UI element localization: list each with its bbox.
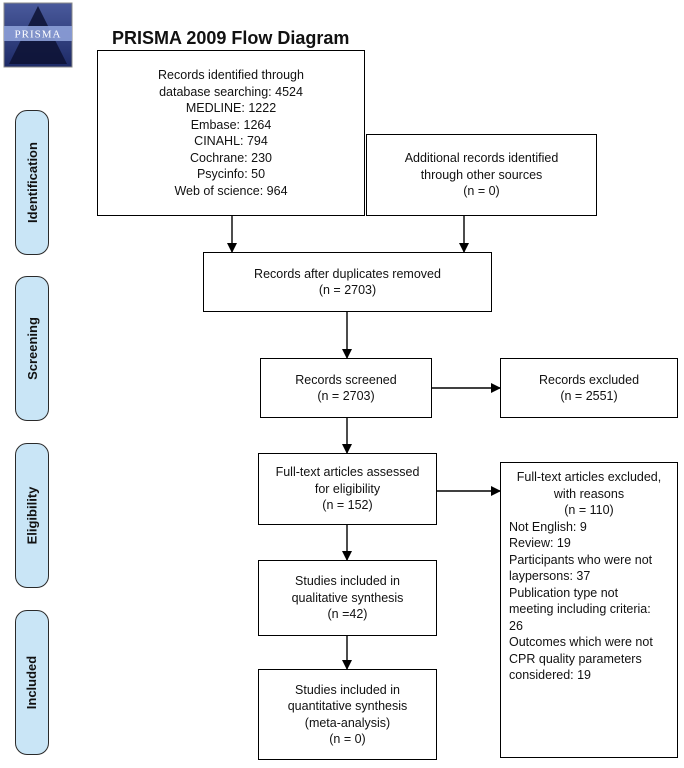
quantitative-line: quantitative synthesis: [287, 699, 408, 713]
quantitative-line: Studies included in: [295, 682, 400, 697]
stage-eligibility: Eligibility: [15, 443, 49, 588]
fulltext-line: for eligibility: [314, 481, 381, 496]
quantitative-line: (meta-analysis): [304, 715, 391, 730]
prisma-logo: PRISMA: [3, 2, 73, 68]
exclusion-reason: CPR quality parameters: [509, 651, 642, 666]
qualitative-line: Studies included in: [295, 574, 400, 589]
box-quantitative-synthesis: Studies included in quantitative synthes…: [258, 669, 437, 760]
exclusion-reason: 26: [509, 618, 523, 633]
box-records-excluded: Records excluded (n = 2551): [500, 358, 678, 418]
exclusion-reason: laypersons: 37: [509, 569, 591, 583]
exclusion-reason: Not English: 9: [509, 519, 587, 534]
additional-line: through other sources: [420, 167, 543, 182]
exclusion-reason: Participants who were not: [509, 552, 653, 567]
exclusion-reason: meeting including criteria:: [509, 602, 651, 616]
duplicates-line: Records after duplicates removed: [254, 266, 441, 281]
fulltext-excluded-header: Full-text articles excluded,: [516, 470, 662, 484]
stage-screening: Screening: [15, 276, 49, 421]
box-database-search: Records identified through database sear…: [97, 50, 365, 216]
database-line: CINAHL: 794: [194, 134, 268, 148]
database-line: Psycinfo: 50: [196, 167, 266, 181]
logo-text: PRISMA: [15, 29, 62, 41]
database-line: Web of science: 964: [174, 183, 288, 198]
qualitative-line: qualitative synthesis: [291, 590, 404, 605]
box-additional-records: Additional records identified through ot…: [366, 134, 597, 216]
fulltext-line: Full-text articles assessed: [275, 465, 420, 480]
database-line: Embase: 1264: [190, 117, 272, 132]
exclusion-reason: Publication type not: [509, 585, 619, 600]
database-line: database searching: 4524: [159, 84, 303, 99]
exclusion-reason: Outcomes which were not: [509, 635, 653, 649]
box-records-screened: Records screened (n = 2703): [260, 358, 432, 418]
stage-included: Included: [15, 610, 49, 755]
box-qualitative-synthesis: Studies included in qualitative synthesi…: [258, 560, 437, 636]
additional-line: (n = 0): [463, 184, 500, 199]
database-line: MEDLINE: 1222: [185, 101, 277, 115]
quantitative-line: (n = 0): [329, 732, 366, 746]
stage-identification: Identification: [15, 110, 49, 255]
qualitative-line: (n =42): [327, 607, 368, 622]
database-line: Cochrane: 230: [189, 150, 272, 165]
additional-line: Additional records identified: [404, 151, 559, 166]
box-fulltext-excluded: Full-text articles excluded, with reason…: [500, 462, 678, 758]
exclusion-reason: Review: 19: [509, 536, 571, 550]
fulltext-excluded-header: with reasons: [553, 486, 625, 501]
screened-line: (n = 2703): [317, 389, 375, 403]
box-duplicates-removed: Records after duplicates removed (n = 27…: [203, 252, 492, 312]
database-line: Records identified through: [158, 68, 304, 82]
screened-line: Records screened: [295, 372, 397, 387]
diagram-title: PRISMA 2009 Flow Diagram: [112, 28, 350, 48]
duplicates-line: (n = 2703): [318, 283, 377, 297]
fulltext-line: (n = 152): [322, 498, 373, 513]
fulltext-excluded-count: (n = 110): [564, 503, 614, 517]
exclusion-reason: considered: 19: [509, 668, 592, 682]
excluded-line: Records excluded: [538, 372, 640, 387]
excluded-line: (n = 2551): [560, 389, 618, 403]
box-fulltext-assessed: Full-text articles assessed for eligibil…: [258, 453, 437, 525]
